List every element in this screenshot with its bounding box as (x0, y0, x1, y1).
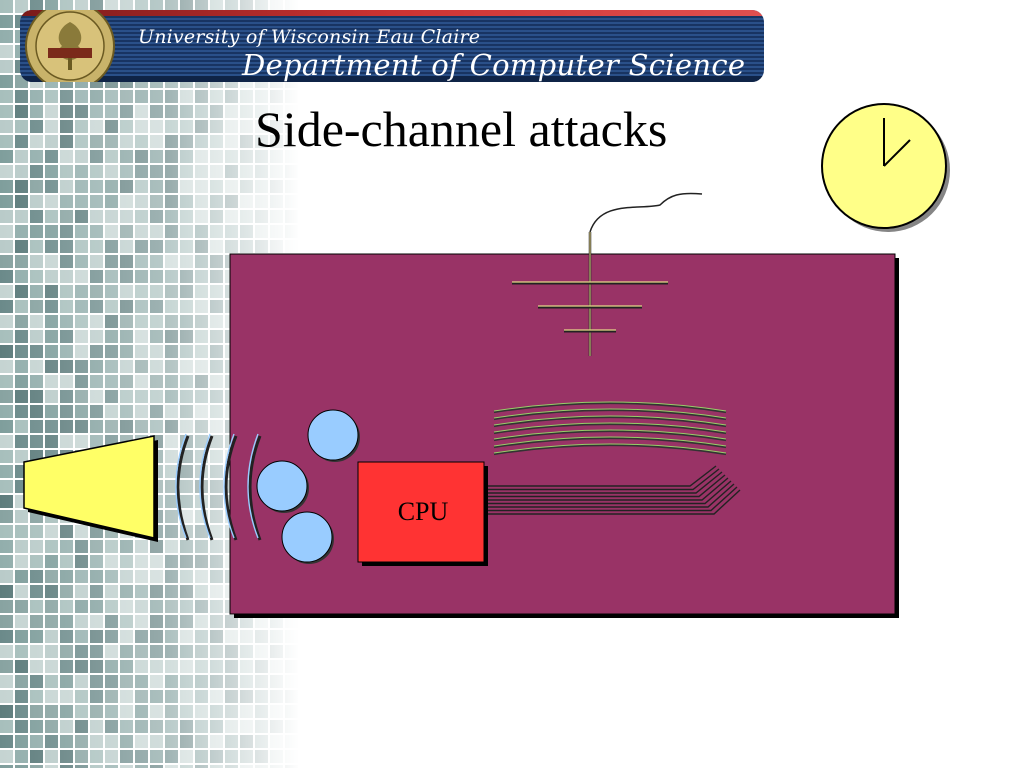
university-seal-icon (25, 10, 115, 82)
speaker-icon (23, 435, 158, 542)
sound-particles (256, 409, 360, 564)
clock-icon (821, 103, 950, 232)
header-banner: University of Wisconsin Eau Claire Depar… (20, 10, 764, 82)
cpu-chip (357, 461, 485, 563)
sound-waves (175, 433, 262, 541)
institution-name: University of Wisconsin Eau Claire (138, 26, 481, 48)
slide-title: Side-channel attacks (255, 101, 668, 157)
department-name: Department of Computer Science (242, 48, 746, 82)
antenna-icon (512, 192, 703, 356)
emission-lines (493, 401, 727, 456)
cpu-bus-lines (488, 465, 741, 515)
